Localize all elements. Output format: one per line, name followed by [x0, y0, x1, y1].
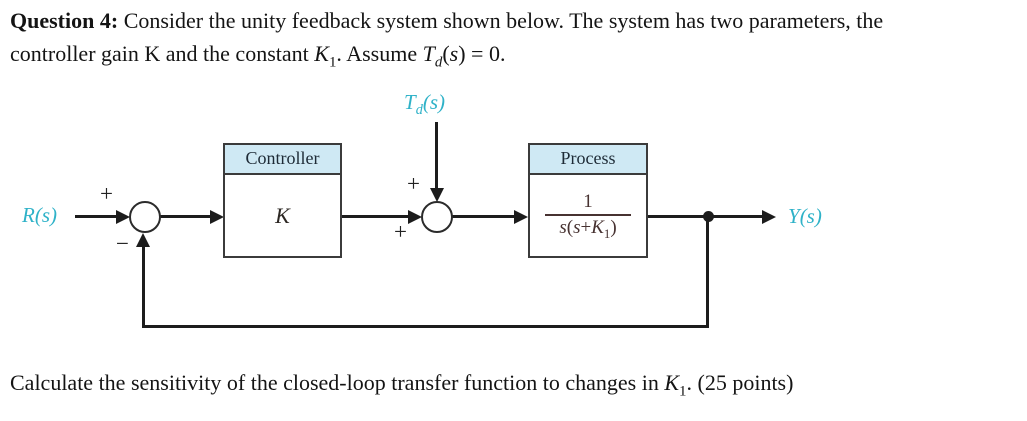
task-text: Calculate the sensitivity of the closed-…	[10, 370, 794, 400]
sum1-minus-sign: −	[116, 231, 129, 256]
input-signal-label: R(s)	[22, 203, 57, 227]
feedback-bottom-line	[142, 325, 709, 328]
disturbance-line	[435, 122, 438, 188]
sum2-to-process-line	[452, 215, 514, 218]
process-block: Process 1 s(s+K1)	[528, 143, 648, 258]
feedback-right-line	[706, 217, 709, 328]
branch-node	[703, 211, 714, 222]
sum2-plus-top-sign: +	[407, 171, 420, 196]
controller-block: Controller K	[223, 143, 342, 258]
input-arrowhead-icon	[116, 210, 130, 224]
controller-gain: K	[275, 202, 290, 228]
sum1-plus-sign: +	[100, 181, 113, 206]
disturbance-signal-label: Td(s)	[404, 90, 445, 119]
question-line-1: Question 4: Consider the unity feedback …	[10, 8, 884, 33]
process-title: Process	[530, 145, 646, 175]
controller-input-arrowhead-icon	[210, 210, 224, 224]
process-input-arrowhead-icon	[514, 210, 528, 224]
question-line-2: controller gain K and the constant K1. A…	[10, 41, 506, 71]
controller-title: Controller	[225, 145, 340, 175]
output-signal-label: Y(s)	[788, 204, 822, 228]
sum2-input-arrowhead-icon	[408, 210, 422, 224]
feedback-arrowhead-icon	[136, 233, 150, 247]
sum2-plus-bottom-sign: +	[394, 219, 407, 244]
process-transfer-function: 1 s(s+K1)	[545, 191, 631, 241]
tf-denominator: s(s+K1)	[559, 217, 617, 241]
summing-junction-2	[421, 201, 453, 233]
input-line	[75, 215, 117, 218]
fraction-bar	[545, 214, 631, 216]
controller-to-sum2-line	[342, 215, 408, 218]
disturbance-arrowhead-icon	[430, 188, 444, 202]
tf-numerator: 1	[583, 191, 593, 212]
output-arrowhead-icon	[762, 210, 776, 224]
feedback-left-line	[142, 246, 145, 328]
question-text: Question 4: Consider the unity feedback …	[10, 4, 1022, 70]
sum1-to-controller-line	[160, 215, 210, 218]
summing-junction-1	[129, 201, 161, 233]
